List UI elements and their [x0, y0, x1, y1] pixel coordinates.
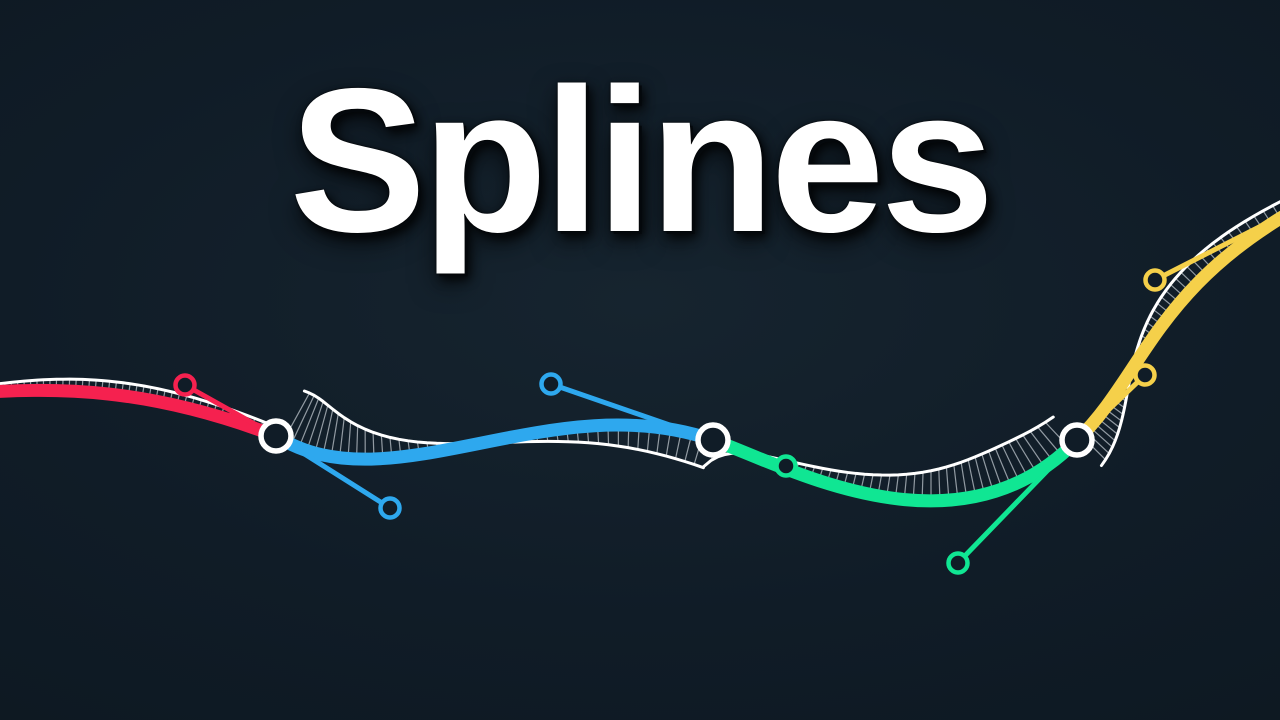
- handle-blue-out-line: [273, 433, 393, 511]
- handle-blue-in-point[interactable]: [539, 372, 563, 396]
- handle-blue-in-line: [548, 381, 716, 443]
- spline-segment-4[interactable]: [1070, 196, 1280, 447]
- knot-points-group: [258, 418, 1095, 458]
- handle-green-in-point[interactable]: [946, 551, 970, 575]
- knot-point[interactable]: [258, 418, 294, 454]
- handle-red-in-point[interactable]: [173, 373, 197, 397]
- comb-hairs-group: [4, 205, 1280, 502]
- comb-hair: [330, 412, 339, 458]
- comb-hair: [1008, 441, 1029, 479]
- knot-point[interactable]: [695, 422, 731, 458]
- spline-curve-group: [0, 196, 1280, 508]
- knot-point[interactable]: [1059, 422, 1095, 458]
- comb-hair: [987, 450, 1003, 490]
- comb-envelope: [1099, 200, 1280, 468]
- comb-hair: [1015, 437, 1038, 474]
- control-handles-group: [173, 213, 1280, 575]
- handle-yellow-in-line: [1152, 213, 1280, 283]
- handle-yellow-in-point[interactable]: [1143, 268, 1167, 292]
- comb-hair: [322, 408, 334, 456]
- comb-hair: [290, 394, 315, 445]
- handle-green-in-line: [955, 437, 1080, 566]
- handle-blue-out-point[interactable]: [378, 496, 402, 520]
- spline-segment-1[interactable]: [0, 383, 283, 443]
- handle-yellow-out-point[interactable]: [1133, 363, 1157, 387]
- comb-hair: [981, 453, 995, 493]
- comb-hair: [306, 400, 324, 452]
- comb-hair: [298, 397, 320, 449]
- comb-hair: [314, 404, 329, 454]
- comb-hair: [994, 447, 1012, 487]
- comb-envelope: [701, 415, 1055, 477]
- spline-segment-2[interactable]: [269, 418, 720, 466]
- comb-hair: [338, 417, 345, 459]
- comb-hair: [1001, 444, 1021, 483]
- handle-green-out-point[interactable]: [774, 454, 798, 478]
